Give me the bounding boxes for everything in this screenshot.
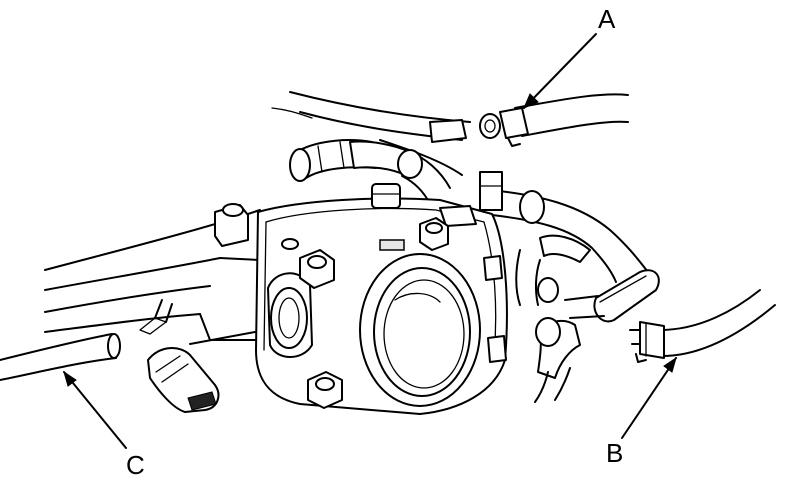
callout-a: A bbox=[523, 4, 616, 109]
callout-label-b: B bbox=[606, 438, 623, 468]
mounting-nuts bbox=[281, 217, 449, 409]
hose-c bbox=[0, 333, 121, 381]
upper-coolant-hose bbox=[271, 91, 471, 176]
throttle-body bbox=[255, 171, 508, 415]
nut-upper-right bbox=[419, 217, 449, 251]
sensor-bracket bbox=[564, 269, 660, 323]
sensor-connector bbox=[147, 331, 256, 413]
hose-a bbox=[479, 93, 629, 147]
callout-label-a: A bbox=[598, 4, 616, 34]
lower-right-hose bbox=[534, 317, 581, 403]
nut-left-boss bbox=[281, 238, 299, 250]
hose-b bbox=[629, 289, 776, 363]
callout-b: B bbox=[606, 356, 677, 468]
right-side-hoses bbox=[489, 189, 649, 306]
upper-left-fittings bbox=[289, 139, 451, 205]
nut-lower-left bbox=[307, 371, 343, 409]
nut-upper-left bbox=[299, 249, 335, 289]
callout-c: C bbox=[63, 370, 145, 480]
callout-label-c: C bbox=[126, 450, 145, 480]
intake-manifold bbox=[44, 203, 263, 341]
